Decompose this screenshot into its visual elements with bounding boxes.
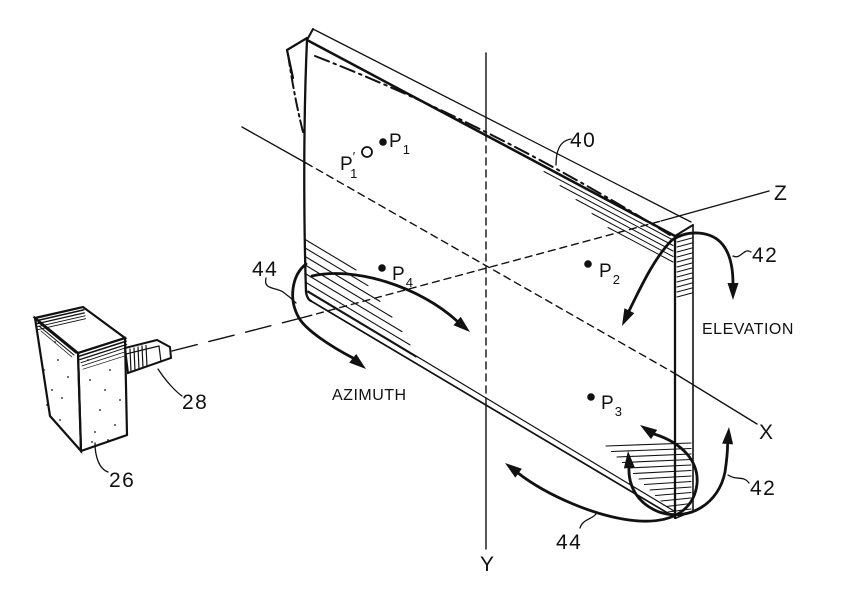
point-p1-prime-dot — [361, 146, 373, 158]
azimuth-hook-arrowhead — [349, 354, 366, 369]
panel-bottom-front-edge — [310, 300, 677, 519]
azimuth-bottom-arrowhead-right — [640, 425, 658, 440]
panel-left-edge — [303, 38, 313, 303]
ref-44-bottom: 44 — [556, 531, 582, 554]
leader-42-bottom — [727, 474, 750, 484]
x-axis-tail — [241, 126, 307, 164]
azimuth-arc-top — [310, 272, 459, 323]
x-axis-head — [673, 372, 758, 425]
elevation-arc-top — [627, 231, 735, 313]
phantom-corner-tip-a — [285, 36, 309, 52]
point-p2-label: P2 — [599, 261, 620, 287]
leader-26 — [94, 442, 109, 473]
box-front-shading — [37, 321, 121, 443]
leader-40 — [555, 138, 572, 166]
elevation-top-arrowhead-down — [727, 283, 739, 300]
ref-40: 40 — [570, 129, 596, 152]
leader-44-top — [264, 277, 297, 304]
elevation-text: ELEVATION — [702, 321, 794, 338]
point-p1-label: P1 — [389, 131, 410, 157]
projector-box — [32, 305, 173, 455]
point-p2-dot — [584, 260, 592, 268]
annotations: 40 42 42 44 44 26 28 ELEVATION AZIMUTH — [94, 129, 794, 554]
board-panel — [285, 28, 694, 520]
right-strip-top-shading — [676, 237, 693, 298]
elevation-top-arrowhead-front — [622, 308, 635, 326]
ref-44-top: 44 — [252, 258, 278, 281]
point-p4-label: P4 — [392, 264, 413, 290]
snout-outline — [123, 338, 173, 375]
ref-26: 26 — [109, 469, 135, 492]
elevation-bottom-arrowhead-up — [722, 427, 734, 445]
azimuth-text: AZIMUTH — [332, 387, 407, 404]
phantom-corner-tip-b — [285, 48, 295, 80]
x-axis-label: X — [759, 421, 773, 444]
ref-42-top: 42 — [752, 244, 778, 267]
panel-bottom-back-edge — [307, 290, 675, 512]
point-p4-dot — [378, 264, 386, 272]
rotation-arrows — [291, 231, 739, 523]
point-p1-prime-label: P′1 — [340, 149, 357, 181]
snout-hatch — [129, 344, 148, 373]
panel-front-top-edge — [305, 38, 677, 238]
y-axis-label: Y — [480, 553, 494, 576]
calibration-points: P1 P′1 P2 P3 P4 — [340, 131, 622, 419]
phantom-rotated-outline — [285, 36, 671, 236]
z-axis-label: Z — [774, 182, 787, 205]
panel-top-right-join — [674, 224, 694, 237]
z-axis-head — [660, 190, 770, 222]
leader-42-top — [732, 250, 752, 258]
box-right-face — [76, 336, 129, 453]
phantom-top-edge — [314, 55, 671, 236]
snout-end-inner — [158, 345, 162, 363]
point-p3-dot — [587, 393, 595, 401]
azimuth-arc-bottom — [516, 432, 699, 523]
top-edge-shading — [543, 171, 674, 263]
x-axis-hidden — [305, 162, 675, 374]
ref-28: 28 — [182, 391, 208, 414]
ref-42-bottom: 42 — [750, 477, 776, 500]
z-axis-beam — [171, 316, 306, 352]
point-p1-dot — [379, 138, 387, 146]
bottom-right-corner-shading — [605, 442, 692, 513]
elevation-arc-bottom — [627, 443, 729, 517]
emitter-snout — [123, 338, 173, 375]
panel-back-top-edge — [312, 28, 692, 223]
point-p3-label: P3 — [601, 393, 622, 419]
leader-28 — [157, 368, 183, 397]
azimuth-bottom-arrowhead-left — [505, 463, 522, 478]
box-top-shading — [34, 309, 87, 331]
azimuth-hook-left — [291, 262, 355, 360]
bottom-left-edge-shading — [305, 239, 417, 358]
elevation-bottom-arrowhead-front — [623, 451, 635, 469]
leader-44-bottom — [579, 513, 597, 529]
azimuth-arc-top-arrowhead — [453, 316, 470, 332]
